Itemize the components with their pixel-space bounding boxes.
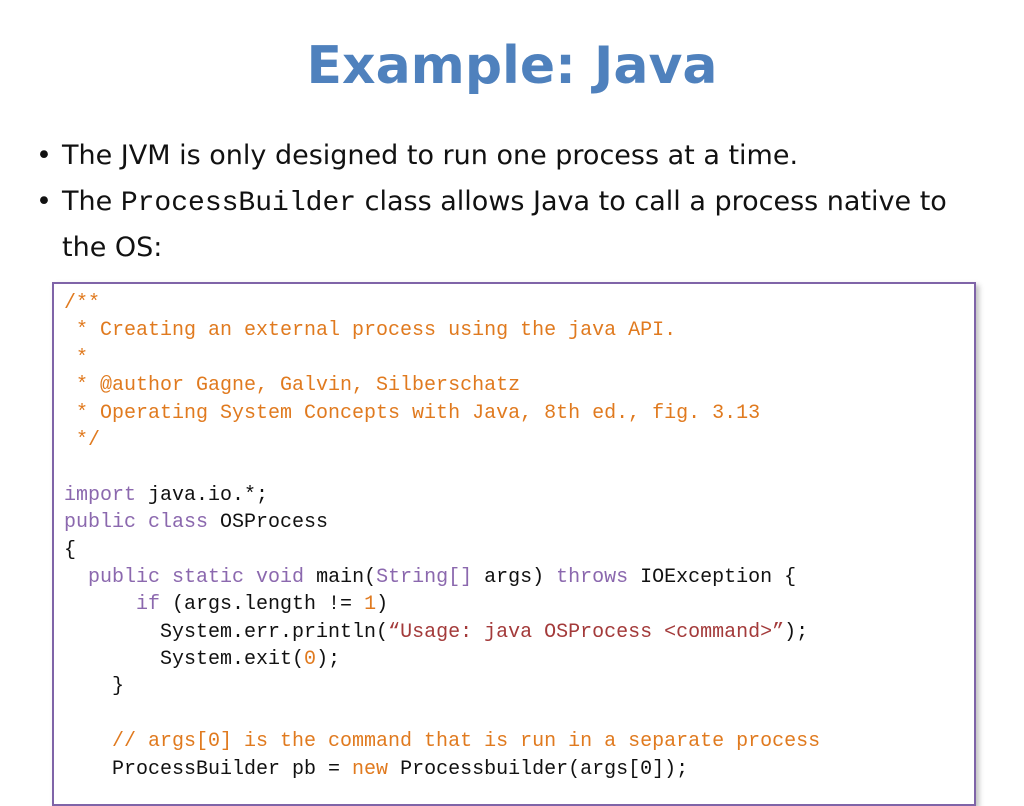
inline-code: ProcessBuilder — [120, 188, 357, 219]
code-line: } — [64, 673, 974, 700]
code-line: * — [64, 345, 974, 372]
code-line: // args[0] is the command that is run in… — [64, 728, 974, 755]
code-token: * Operating System Concepts with Java, 8… — [64, 401, 761, 425]
code-line: if (args.length != 1) — [64, 591, 974, 618]
code-line: System.exit(0); — [64, 646, 974, 673]
code-token: import — [64, 483, 137, 507]
code-token: ); — [784, 620, 809, 644]
code-token: if — [136, 593, 161, 617]
code-token: java.io.*; — [136, 483, 269, 507]
code-line: public static void main(String[] args) t… — [64, 564, 974, 591]
bullet-text: The — [62, 186, 121, 217]
code-token: * @author Gagne, Galvin, Silberschatz — [64, 374, 521, 398]
code-line: { — [64, 537, 974, 564]
bullet-item: The ProcessBuilder class allows Java to … — [36, 180, 996, 270]
code-listing: /** * Creating an external process using… — [54, 284, 974, 783]
code-token: // args[0] is the command that is run in… — [64, 730, 821, 754]
code-token: */ — [64, 428, 101, 452]
code-token: * Creating an external process using the… — [64, 319, 677, 343]
code-token: ) — [376, 593, 389, 617]
code-token: throws — [556, 565, 629, 589]
code-token: ); — [316, 648, 341, 672]
code-line: /** — [64, 290, 974, 317]
code-token: IOException { — [628, 565, 797, 589]
code-line — [64, 454, 974, 481]
code-token: } — [64, 675, 125, 699]
code-block: /** * Creating an external process using… — [52, 282, 976, 806]
code-token: 1 — [364, 593, 377, 617]
bullet-text: The JVM is only designed to run one proc… — [62, 140, 799, 171]
code-token: ProcessBuilder pb = — [64, 757, 353, 781]
code-line: * @author Gagne, Galvin, Silberschatz — [64, 372, 974, 399]
code-token — [64, 566, 88, 589]
code-token: String[] — [376, 565, 473, 589]
code-token: Processbuilder(args[0]); — [388, 757, 689, 781]
code-token — [64, 593, 136, 616]
code-line: import java.io.*; — [64, 482, 974, 509]
code-line: * Operating System Concepts with Java, 8… — [64, 400, 974, 427]
code-token: OSProcess — [208, 511, 329, 535]
code-token: args) — [472, 565, 557, 589]
code-line: public class OSProcess — [64, 509, 974, 536]
code-token: public class — [64, 511, 209, 535]
code-token: * — [64, 346, 89, 370]
code-token: new — [352, 757, 389, 781]
code-line: ProcessBuilder pb = new Processbuilder(a… — [64, 756, 974, 783]
bullet-item: The JVM is only designed to run one proc… — [36, 134, 996, 178]
code-line: */ — [64, 427, 974, 454]
code-token: /** — [64, 292, 101, 315]
bullet-list: The JVM is only designed to run one proc… — [36, 134, 996, 272]
code-line: System.err.println(“Usage: java OSProces… — [64, 619, 974, 646]
bullet-text: class allows Java to call a process nati… — [62, 186, 947, 263]
slide-title: Example: Java — [306, 36, 718, 96]
code-token: “Usage: java OSProcess <command>” — [388, 620, 785, 644]
code-token: (args.length != — [160, 593, 365, 617]
code-token: System.err.println( — [64, 620, 389, 644]
code-token: System.exit( — [64, 648, 305, 672]
code-token: main( — [304, 565, 377, 589]
code-line: * Creating an external process using the… — [64, 317, 974, 344]
code-token: public static void — [88, 565, 305, 589]
code-line — [64, 701, 974, 728]
code-token: 0 — [304, 648, 317, 672]
code-token: { — [64, 538, 77, 562]
